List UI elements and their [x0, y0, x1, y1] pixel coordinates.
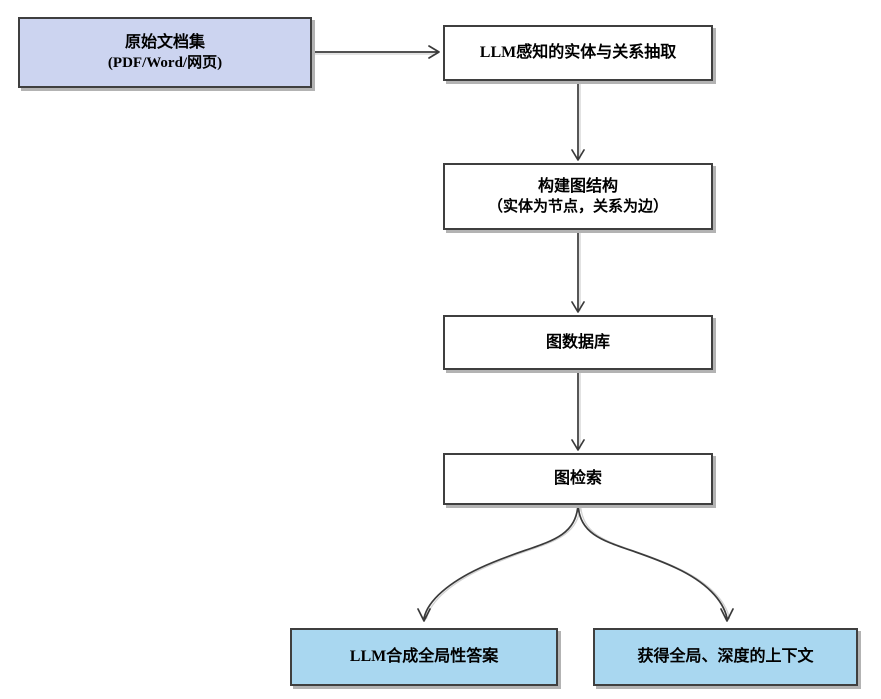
node-label: 图数据库 [545, 333, 610, 351]
arrow-retrieval-to-context [577, 504, 734, 622]
node-label: 原始文档集 [124, 33, 205, 51]
flow-node-llm-entity-relation-extraction: LLM感知的实体与关系抽取 [443, 25, 713, 81]
arrow-database-to-retrieval [571, 369, 585, 451]
flow-node-build-graph-structure: 构建图结构 （实体为节点，关系为边） [443, 163, 713, 230]
node-sublabel: (PDF/Word/网页) [107, 55, 223, 72]
flow-node-global-deep-context: 获得全局、深度的上下文 [593, 628, 858, 686]
node-sublabel: （实体为节点，关系为边） [487, 199, 668, 216]
node-label: LLM感知的实体与关系抽取 [479, 44, 677, 62]
node-label: 构建图结构 [537, 177, 618, 195]
node-label: LLM合成全局性答案 [349, 648, 499, 666]
arrow-source-to-extraction [311, 45, 440, 59]
node-label: 获得全局、深度的上下文 [637, 648, 814, 666]
arrow-build-to-database [571, 229, 585, 313]
node-label: 图检索 [553, 470, 602, 488]
flow-node-graph-retrieval: 图检索 [443, 453, 713, 505]
flow-node-source-documents: 原始文档集 (PDF/Word/网页) [18, 17, 312, 88]
arrow-extraction-to-build [571, 80, 585, 161]
flow-node-graph-database: 图数据库 [443, 315, 713, 370]
arrow-retrieval-to-answer [417, 504, 579, 622]
flow-node-llm-global-answer: LLM合成全局性答案 [290, 628, 558, 686]
